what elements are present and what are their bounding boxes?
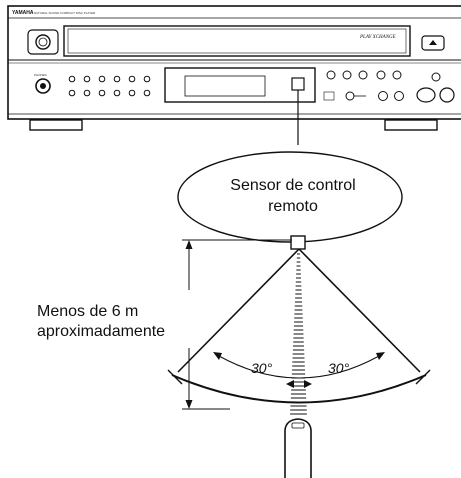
disc-button[interactable] <box>113 75 121 83</box>
distance-arrowhead-top <box>185 240 193 249</box>
disc-select-buttons <box>68 75 151 97</box>
disc-button[interactable] <box>68 75 76 83</box>
disc-button[interactable] <box>83 89 91 97</box>
sensor-callout-line2: remoto <box>268 198 318 215</box>
fan-right-edge <box>298 248 421 373</box>
sensor-square <box>290 235 306 250</box>
center-axis-dashes <box>290 253 307 415</box>
disc-button[interactable] <box>128 89 136 97</box>
power-button[interactable] <box>35 34 51 50</box>
distance-arrowhead-bottom <box>185 400 193 409</box>
distance-label-line2: aproximadamente <box>37 323 165 340</box>
control-button[interactable] <box>376 70 386 80</box>
model-tagline: NATURAL SOUND COMPACT DISC PLAYER <box>34 11 96 15</box>
angle-arrowhead-right <box>376 352 385 360</box>
play-button[interactable] <box>416 87 436 103</box>
control-button[interactable] <box>394 91 404 101</box>
angle-right-label: 30° <box>328 360 350 376</box>
remote-sensor-window <box>291 77 305 91</box>
fan-left-edge <box>177 248 300 373</box>
cd-player: YAMAHA NATURAL SOUND COMPACT DISC PLAYER… <box>7 5 461 131</box>
disc-button[interactable] <box>68 89 76 97</box>
angle-left-label: 30° <box>251 360 273 376</box>
control-button[interactable] <box>326 70 336 80</box>
disc-button[interactable] <box>113 89 121 97</box>
stop-button[interactable] <box>439 87 455 103</box>
eject-icon <box>429 40 437 45</box>
control-button[interactable] <box>345 91 355 101</box>
disc-tray <box>63 25 411 57</box>
remote-control <box>284 418 312 478</box>
disc-button[interactable] <box>98 89 106 97</box>
control-button[interactable] <box>392 70 402 80</box>
player-foot-left <box>29 119 83 131</box>
distance-label-line1: Menos de 6 m <box>37 303 138 320</box>
angle-arrowhead-left <box>213 352 222 360</box>
disc-button[interactable] <box>143 75 151 83</box>
control-button[interactable] <box>342 70 352 80</box>
control-button[interactable] <box>358 70 368 80</box>
brand-logo: YAMAHA <box>12 10 34 16</box>
sensor-callout-line1: Sensor de control <box>230 177 355 194</box>
control-button[interactable] <box>431 72 441 82</box>
svg-text:PHONES: PHONES <box>34 73 47 77</box>
disc-button[interactable] <box>98 75 106 83</box>
disc-button[interactable] <box>83 75 91 83</box>
angle-arc <box>218 355 380 379</box>
play-xchange-logo: PLAY XCHANGE <box>359 35 396 40</box>
control-button[interactable] <box>378 91 388 101</box>
transport-buttons <box>326 70 404 101</box>
player-foot-right <box>384 119 438 131</box>
remote-ir-emitter <box>291 422 305 429</box>
disc-button[interactable] <box>128 75 136 83</box>
sensor-callout-bubble <box>177 151 403 243</box>
disc-button[interactable] <box>143 89 151 97</box>
